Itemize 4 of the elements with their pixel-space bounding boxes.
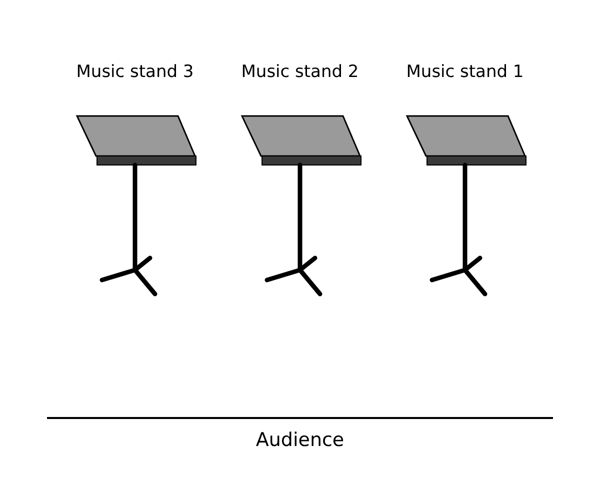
stand-label: Music stand 1 [406,62,524,82]
audience-label: Audience [256,429,344,451]
stand-label: Music stand 2 [241,62,359,82]
stand-label: Music stand 3 [76,62,194,82]
